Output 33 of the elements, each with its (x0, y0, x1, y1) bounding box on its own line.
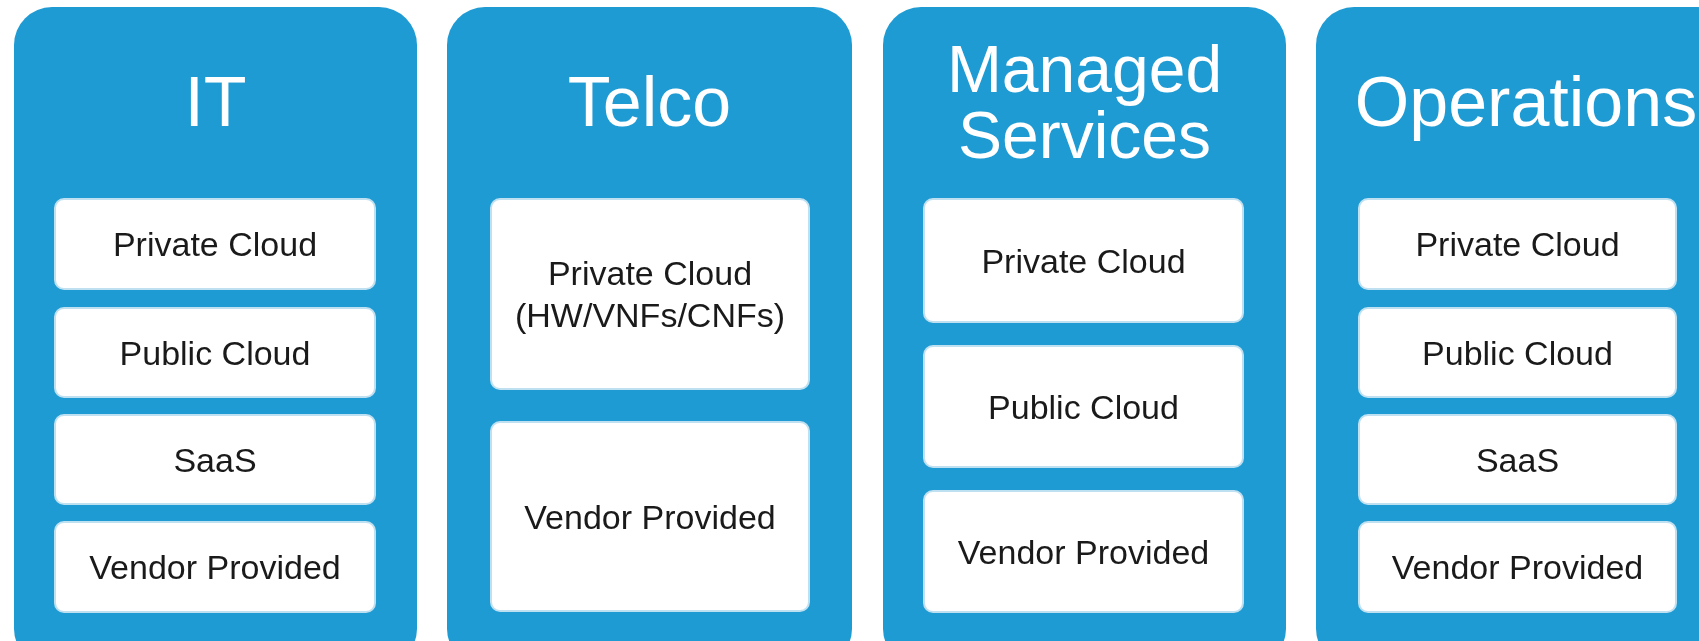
column-panel (447, 7, 852, 641)
item-label: Public Cloud (1421, 332, 1614, 374)
item-card (490, 421, 810, 612)
item-card (54, 414, 376, 505)
item-label: Private Cloud (980, 240, 1187, 282)
item-label: Private Cloud (HW/VNFs/CNFs) (513, 253, 787, 336)
item-label: Vendor Provided (88, 547, 342, 588)
item-card (54, 198, 376, 290)
item-label: Private Cloud (111, 224, 319, 265)
item-label: SaaS (1474, 439, 1561, 481)
item-card (923, 490, 1244, 613)
item-label: SaaS (172, 439, 258, 481)
column-panel (1316, 7, 1699, 641)
item-card (1358, 198, 1677, 290)
column-panel (883, 7, 1286, 641)
item-label: Private Cloud (1414, 224, 1621, 265)
item-card (54, 307, 376, 398)
item-card (923, 345, 1244, 468)
item-card (1358, 414, 1677, 505)
item-card (923, 198, 1244, 323)
item-label: Vendor Provided (1390, 547, 1645, 588)
item-label: Vendor Provided (956, 531, 1211, 573)
column-title: Telco (566, 67, 733, 137)
item-card (490, 198, 810, 390)
item-card (1358, 307, 1677, 398)
item-label: Public Cloud (118, 332, 312, 374)
item-card (1358, 521, 1677, 613)
column-title: Managed Services (945, 36, 1224, 168)
item-card (54, 521, 376, 613)
item-label: Vendor Provided (523, 496, 777, 538)
item-label: Public Cloud (987, 386, 1180, 428)
column-panel (14, 7, 417, 641)
column-title: IT (183, 67, 248, 137)
